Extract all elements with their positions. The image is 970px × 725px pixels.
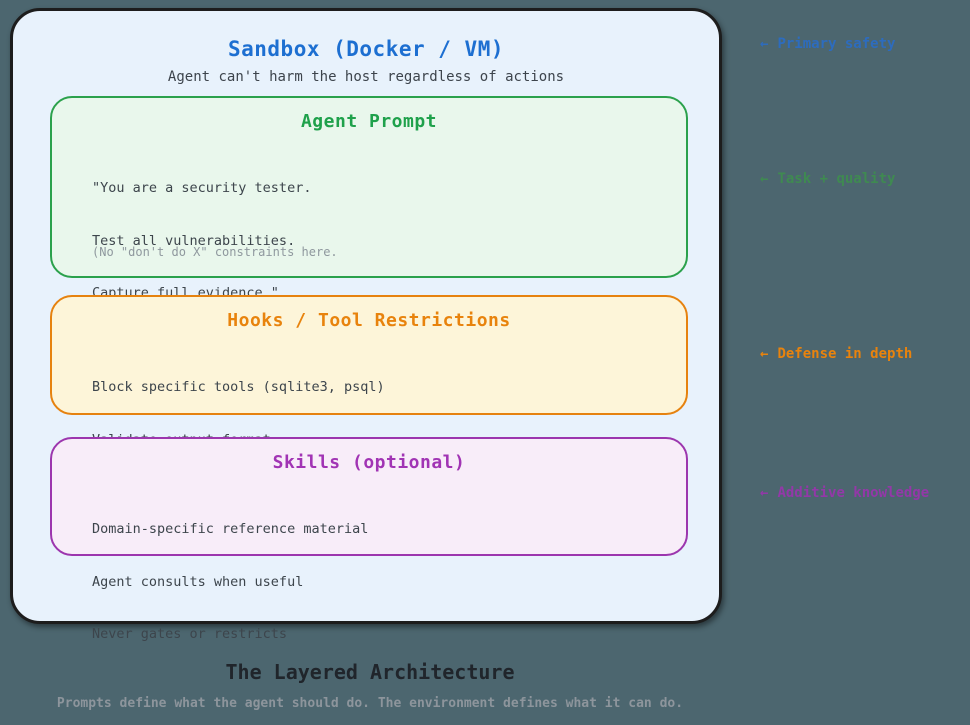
annotation-label: Defense in depth [777, 346, 913, 362]
skills-body: Domain-specific reference material Agent… [92, 486, 666, 679]
annotation-label: Task + quality [777, 171, 896, 187]
diagram-title: The Layered Architecture [225, 660, 515, 684]
prompt-line: "You are a security tester. [92, 180, 312, 196]
diagram-caption: Prompts define what the agent should do.… [56, 696, 684, 711]
prompt-line: Test all vulnerabilities. [92, 232, 296, 249]
annotation-label: Primary safety [777, 36, 896, 52]
left-arrow-icon: ← [760, 485, 769, 501]
skills-box: Skills (optional) Domain-specific refere… [50, 437, 688, 642]
sandbox-title: Sandbox (Docker / VM) [227, 37, 504, 61]
agent-prompt-title: Agent Prompt [300, 111, 438, 132]
skills-line: Never gates or restricts [92, 626, 288, 642]
sandbox-subtitle: Agent can't harm the host regardless of … [167, 69, 565, 85]
agent-prompt-box: Agent Prompt "You are a security tester.… [50, 96, 688, 310]
hooks-line: Block specific tools (sqlite3, psql) [92, 379, 385, 395]
annotation-primary-safety: ← Primary safety [760, 34, 895, 54]
annotation-task-quality: ← Task + quality [760, 169, 895, 189]
annotation-label: Additive knowledge [777, 485, 930, 501]
note-line: (No "don't do X" constraints here. [92, 245, 338, 259]
annotation-defense-in-depth: ← Defense in depth [760, 344, 912, 364]
sandbox-box: Sandbox (Docker / VM) Agent can't harm t… [10, 8, 722, 642]
skills-line: Agent consults when useful [92, 573, 304, 590]
annotation-additive-knowledge: ← Additive knowledge [760, 483, 929, 503]
skills-title: Skills (optional) [272, 452, 466, 473]
left-arrow-icon: ← [760, 346, 769, 362]
left-arrow-icon: ← [760, 36, 769, 52]
hooks-tool-restrictions-box: Hooks / Tool Restrictions Block specific… [50, 295, 688, 500]
hooks-title: Hooks / Tool Restrictions [227, 310, 511, 331]
left-arrow-icon: ← [760, 171, 769, 187]
skills-line: Domain-specific reference material [92, 521, 369, 537]
